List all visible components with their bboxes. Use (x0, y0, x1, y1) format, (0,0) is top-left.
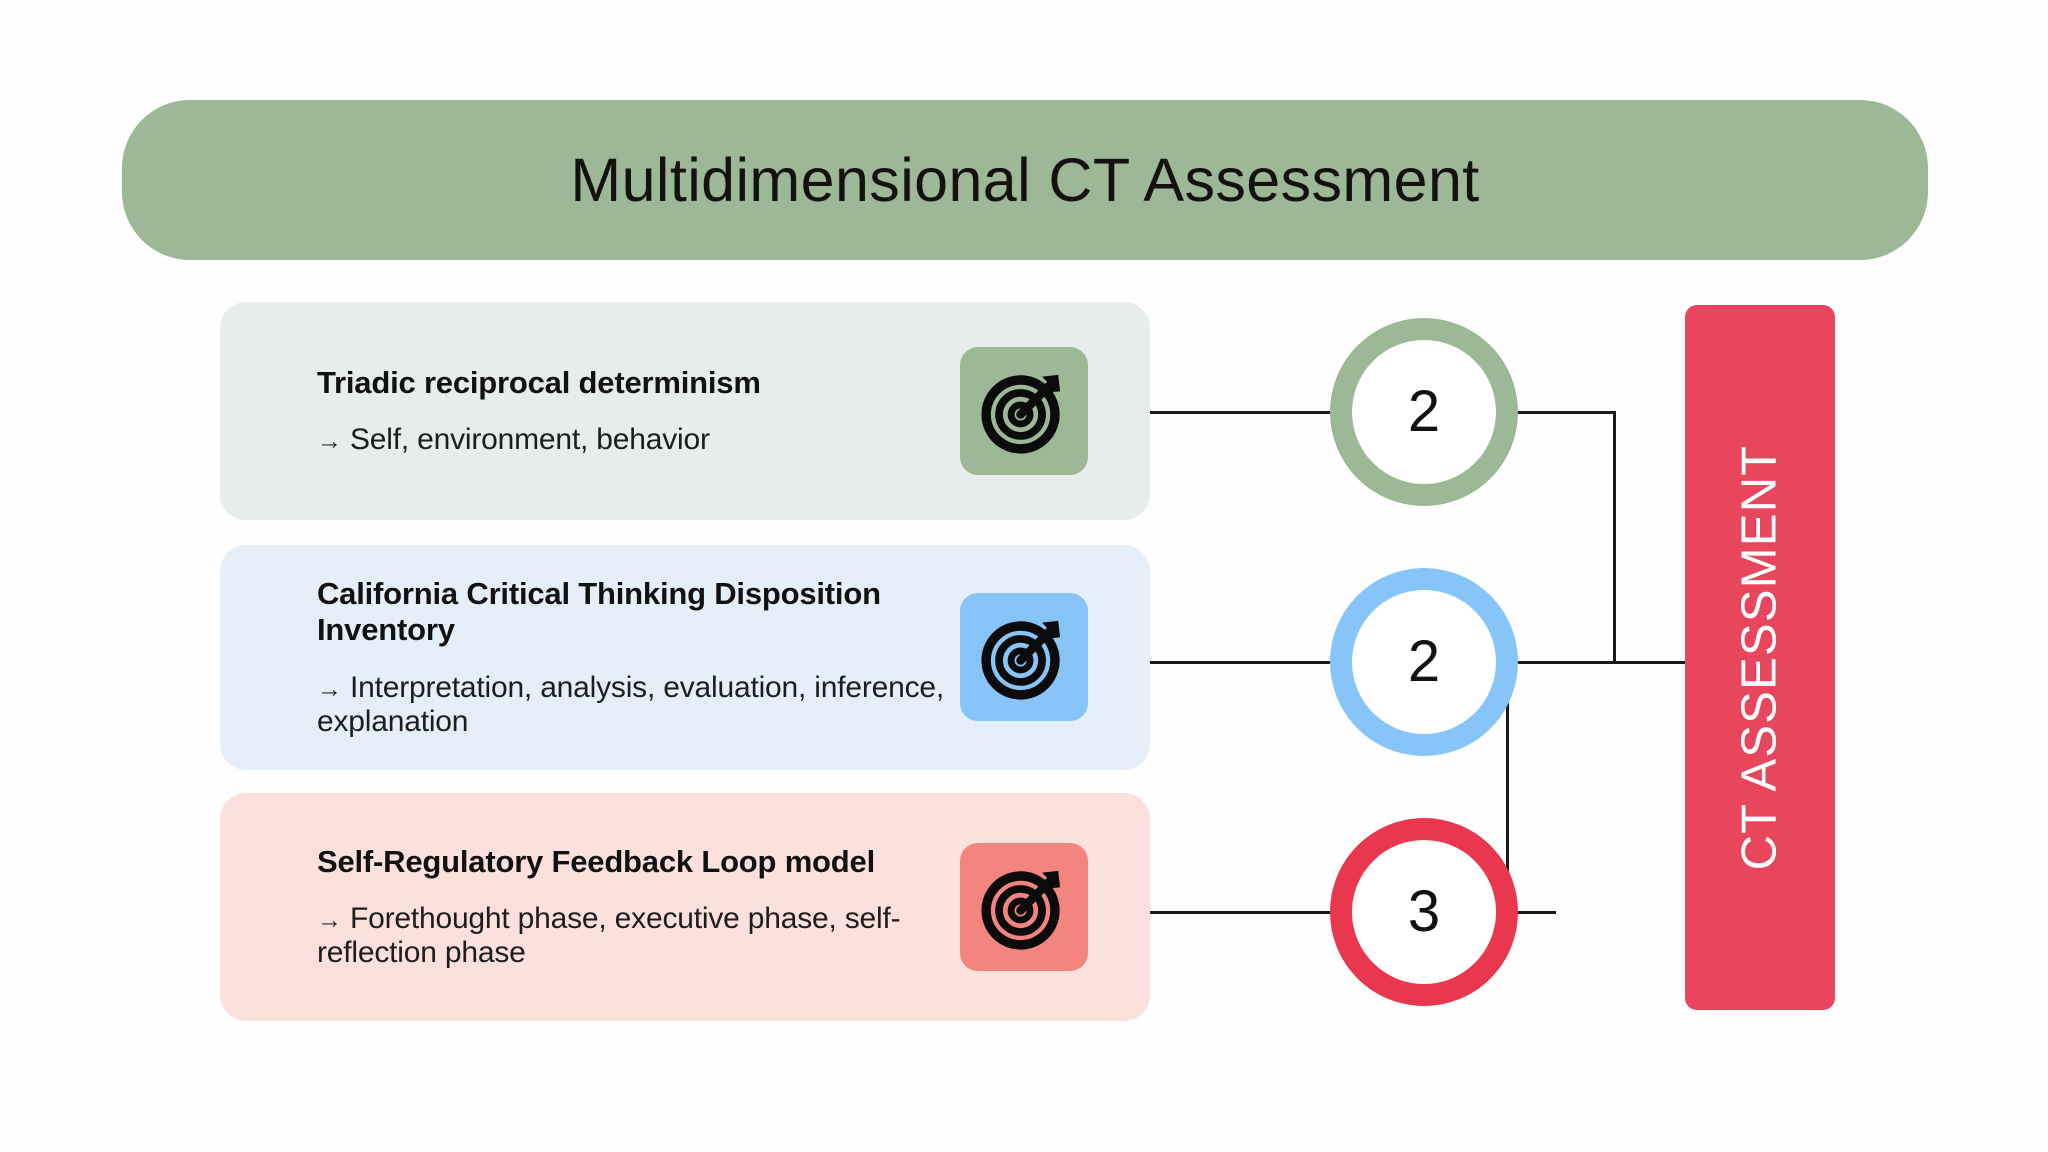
card-subtitle: → Self, environment, behavior (317, 423, 957, 457)
card-subtitle-text: Self, environment, behavior (349, 423, 710, 457)
connector-card3-to-circle3 (1150, 911, 1332, 914)
arrow-icon: → (317, 674, 342, 703)
page-title: Multidimensional CT Assessment (570, 145, 1480, 214)
card-subtitle: → Forethought phase, executive phase, se… (317, 902, 957, 970)
connector-card2-to-circle2 (1150, 661, 1332, 664)
concept-card-triadic-reciprocal-determinism[interactable]: Triadic reciprocal determinism → Self, e… (220, 302, 1150, 520)
icon-tile (960, 347, 1088, 475)
ct-assessment-label: CT ASSESSMENT (1732, 444, 1787, 871)
card-heading: Self-Regulatory Feedback Loop model (317, 843, 875, 879)
connector-circle1-down (1613, 411, 1616, 664)
card-heading: California Critical Thinking Disposition… (317, 576, 881, 648)
target-icon (981, 374, 1061, 454)
card-heading: Triadic reciprocal determinism (317, 364, 761, 400)
card-subtitle: → Interpretation, analysis, evaluation, … (317, 671, 957, 739)
concept-card-self-regulatory-feedback-loop[interactable]: Self-Regulatory Feedback Loop model → Fo… (220, 793, 1150, 1021)
concept-card-california-critical-thinking[interactable]: California Critical Thinking Disposition… (220, 545, 1150, 770)
card-body: California Critical Thinking Disposition… (317, 545, 957, 770)
arrow-icon: → (317, 427, 342, 456)
connector-card1-to-circle1 (1150, 411, 1332, 414)
target-icon (981, 870, 1061, 950)
count-value: 3 (1407, 879, 1441, 944)
card-subtitle-text: Forethought phase, executive phase, self… (317, 901, 901, 970)
ct-assessment-outcome-bar[interactable]: CT ASSESSMENT (1685, 305, 1835, 1010)
icon-tile (960, 843, 1088, 971)
count-badge-3[interactable]: 3 (1330, 818, 1518, 1006)
target-icon (981, 620, 1061, 700)
connector-circle1-right (1516, 411, 1616, 414)
title-banner: Multidimensional CT Assessment (122, 100, 1928, 260)
card-body: Triadic reciprocal determinism → Self, e… (317, 302, 957, 520)
connector-circle3-right (1516, 911, 1556, 914)
count-value: 2 (1407, 379, 1441, 444)
arrow-icon: → (317, 905, 342, 934)
icon-tile (960, 593, 1088, 721)
count-badge-1[interactable]: 2 (1330, 318, 1518, 506)
connector-bus-to-ct-bar (1516, 661, 1716, 664)
card-subtitle-text: Interpretation, analysis, evaluation, in… (317, 670, 945, 738)
connector-circle3-up (1506, 664, 1509, 914)
count-value: 2 (1407, 629, 1441, 694)
card-body: Self-Regulatory Feedback Loop model → Fo… (317, 793, 957, 1021)
count-badge-2[interactable]: 2 (1330, 568, 1518, 756)
